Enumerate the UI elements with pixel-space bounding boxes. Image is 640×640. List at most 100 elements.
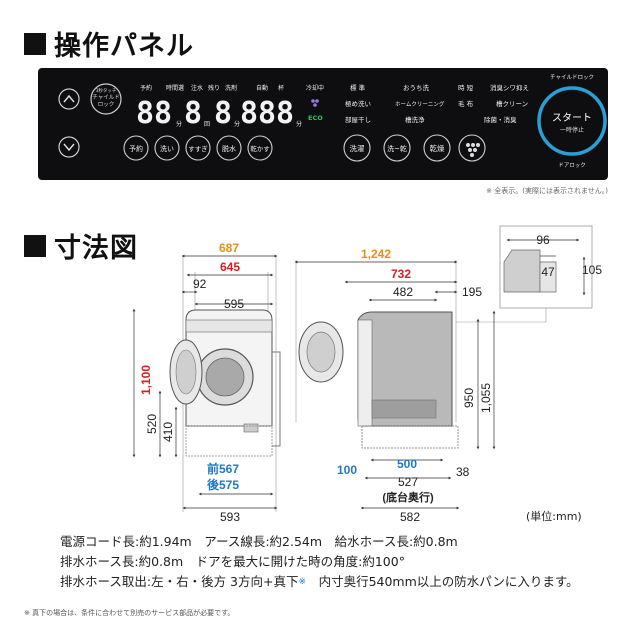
square-bullet-icon-2 [24,234,46,257]
square-bullet-icon [24,32,46,55]
spec-list: 電源コード長:約1.94m アース線長:約2.54m 給水ホース長:約0.8m … [60,532,579,592]
display-digits-5: 88 [258,96,294,131]
mode-wash-dry-label: 洗~乾 [387,144,407,153]
spec-line-1: 電源コード長:約1.94m アース線長:約2.54m 給水ホース長:約0.8m [60,534,458,549]
dim-47: 47 [541,265,555,279]
course-grid: 標 準 おうち洗 時 短 消臭シワ抑え 極め洗い ホームクリーニング 毛 布 槽… [345,83,529,124]
side-view-washer [298,311,459,449]
course-intense-wash[interactable]: 極め洗い [345,99,371,108]
wash-button-label: 洗い [160,144,174,153]
course-quick[interactable]: 時 短 [458,83,474,92]
display-label-yoyaku: 予約 [140,84,152,92]
display-label-remain: 残り [208,84,220,92]
display-unit-1: 分 [176,120,182,128]
bottom-button-row: 予約 洗い すすぎ 脱水 乾かす [123,135,273,161]
child-lock-top-label: チャイルドロック [550,74,594,81]
course-sterilize[interactable]: 除菌・消臭 [484,115,517,124]
rinse-button[interactable] [185,135,211,161]
unit-label: (単位:mm) [526,510,582,523]
front-view-washer [169,309,281,457]
dim-92: 92 [193,277,207,291]
inset-detail [456,225,593,323]
dim-96: 96 [536,233,550,247]
pause-label: 一時停止 [560,126,584,134]
course-odor-wrinkle[interactable]: 消臭シワ抑え [490,83,529,92]
spec-line-2: 排水ホース長:約0.8m ドアを最大に開けた時の角度:約100° [60,554,405,569]
course-tub-wash[interactable]: 槽洗浄 [405,115,425,124]
mode-dry-label: 乾燥 [430,143,445,153]
yoyaku-button-label: 予約 [129,144,143,153]
dimension-lines [132,238,586,510]
spin-button-label: 脱水 [222,144,236,153]
course-tub-clean[interactable]: 槽クリーン [496,99,528,108]
course-blanket[interactable]: 毛 布 [458,99,474,108]
grape-course-button[interactable] [458,134,486,162]
start-label: スタート [552,112,592,124]
dims-section-title: 寸法図 [24,226,138,265]
display-label-water: 注水 [191,84,203,92]
dimension-diagram: 687 645 92 595 1,100 520 410 前567 後575 5… [132,225,602,522]
dry-button[interactable] [247,135,273,161]
footnote: ※ 真下の場合は、条件に合わせて別売のサービス部品が必要です。 [24,609,235,617]
chevron-up-icon [63,94,75,103]
yoyaku-button[interactable] [123,135,149,161]
display-label-auto: 自動 [256,84,268,92]
course-home-wash[interactable]: おうち洗 [403,83,430,92]
dim-500: 500 [397,457,417,471]
dim-595: 595 [224,297,244,311]
display-digits-3: 8 [214,96,232,131]
down-arrow-button[interactable] [58,136,80,158]
display-label-cup: 杯 [278,84,284,92]
mode-wash-dry-button[interactable] [383,134,411,162]
dim-482: 482 [393,285,413,299]
dim-520: 520 [145,414,159,434]
child-lock-label-3: ロック [98,101,115,108]
dims-title-text: 寸法図 [54,233,138,264]
dim-645: 645 [220,260,240,274]
chevron-down-icon [63,143,75,152]
spec-mark: ※ [298,577,307,587]
dim-527: 527 [398,475,418,489]
child-lock-button[interactable] [90,83,122,115]
child-lock-label-1: 3秒タッチ [96,87,117,94]
course-standard[interactable]: 標 準 [350,83,366,92]
mode-wash-button[interactable] [343,134,371,162]
control-panel: 3秒タッチ チャイルド ロック 予約 時間選 注水 残り 洗剤 自動 杯 88 … [38,68,608,180]
up-arrow-button[interactable] [58,88,80,110]
wash-button[interactable] [154,135,180,161]
display-note: ※ 全表示。(実際には表示されません。) [486,187,608,195]
mode-wash-label: 洗濯 [350,143,365,153]
display-digits-4: 8 [240,96,258,131]
spec-line-3: 排水ホース取出:左・右・後方 3方向+真下※ 内寸奥行540mm以上の防水パンに… [60,572,579,592]
cooling-label: 冷却中 [306,84,324,92]
dim-687: 687 [219,241,239,255]
control-panel-svg: 3秒タッチ チャイルド ロック 予約 時間選 注水 残り 洗剤 自動 杯 88 … [58,74,607,169]
dim-593: 593 [220,510,240,522]
dim-1242: 1,242 [361,247,391,261]
display-digits-1: 88 [136,96,172,131]
door-lock-label: ドアロック [558,162,586,169]
dim-105: 105 [582,263,602,277]
mode-dry-button[interactable] [423,134,451,162]
display-unit-3: 分 [234,120,240,128]
dim-732: 732 [391,267,411,281]
child-lock-label-2: チャイルド [92,94,119,101]
dim-1055: 1,055 [479,383,493,413]
dimension-labels: 687 645 92 595 1,100 520 410 前567 後575 5… [139,233,602,522]
start-button[interactable] [537,86,607,156]
panel-section-title: 操作パネル [24,24,194,63]
panel-title-text: 操作パネル [54,31,194,62]
spec-pan: 内寸奥行540mm以上の防水パンに入ります。 [318,574,579,589]
display-unit-2: 回 [204,121,210,128]
dim-base-note: (底台奥行) [382,490,434,504]
display-digits-2: 8 [184,96,202,131]
dry-button-label: 乾かす [250,144,270,153]
display-unit-4: 分 [296,120,302,128]
dim-38: 38 [456,465,470,479]
display-label-time: 時間選 [166,84,184,92]
grape-icon [311,99,319,107]
dim-195: 195 [462,285,482,299]
course-indoor-dry[interactable]: 部屋干し [345,115,371,124]
spin-button[interactable] [216,135,242,161]
course-home-cleaning[interactable]: ホームクリーニング [395,100,445,108]
